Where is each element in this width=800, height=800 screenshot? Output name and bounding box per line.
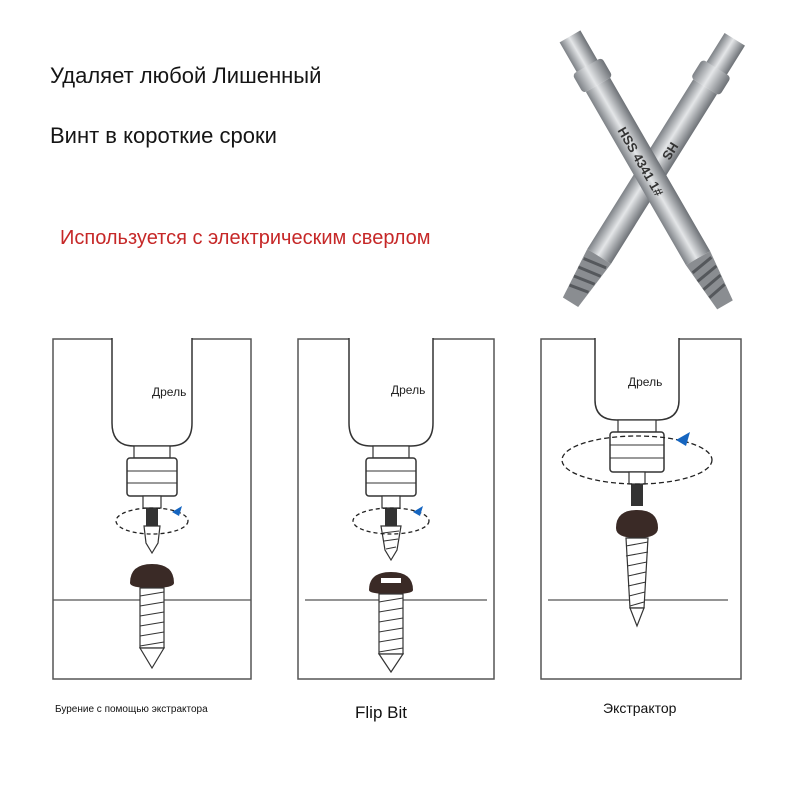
- diagram-panel-drilling: Дрель: [52, 338, 252, 680]
- caption-extractor: Экстрактор: [603, 700, 677, 716]
- caption-flip-bit: Flip Bit: [355, 703, 407, 722]
- headline-line-1: Удаляет любой Лишенный: [50, 63, 322, 88]
- headline-line-2: Винт в короткие сроки: [50, 123, 277, 148]
- drill-label: Дрель: [628, 375, 663, 389]
- diagram-panel-flip-bit: Дрель: [297, 338, 495, 680]
- diagram-panel-extractor: Дрель: [540, 338, 742, 680]
- product-photo: HS HSS 4341 1#: [545, 25, 755, 325]
- drill-label: Дрель: [152, 385, 187, 399]
- drill-label: Дрель: [391, 383, 426, 397]
- caption-drilling: Бурение с помощью экстрактора: [55, 704, 208, 715]
- usage-note: Используется с электрическим сверлом: [60, 227, 431, 249]
